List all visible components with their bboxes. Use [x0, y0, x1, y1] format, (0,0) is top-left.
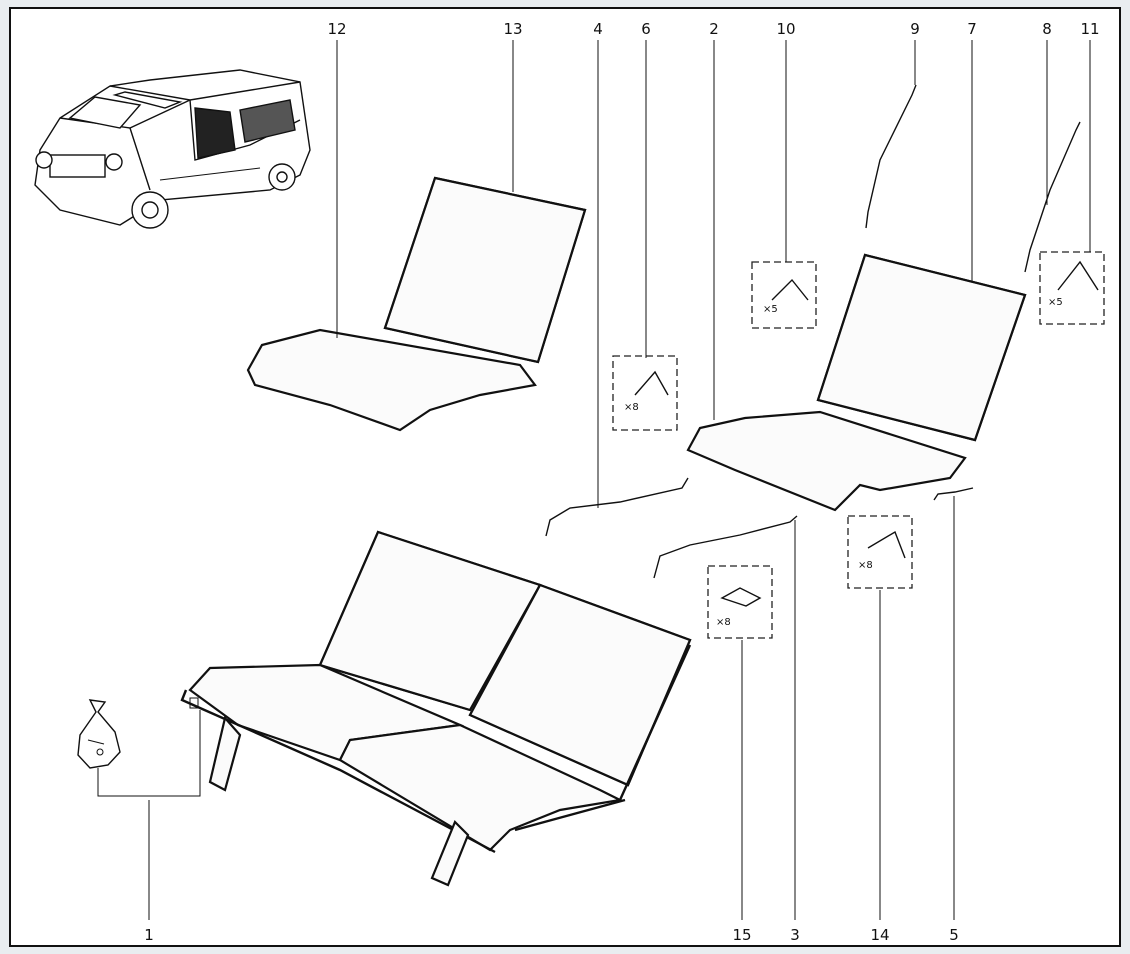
- spring-9: [865, 84, 917, 229]
- callout-5: 5: [949, 926, 959, 944]
- fastener-bag-icon: [77, 699, 121, 769]
- qty-label: ×8: [624, 402, 639, 413]
- leader-lines: [97, 40, 1091, 920]
- callout-3: 3: [790, 926, 800, 944]
- callout-1: 1: [144, 926, 154, 944]
- clip-box-10: ×5: [751, 261, 817, 329]
- spring-4: [545, 477, 689, 537]
- callout-10: 10: [776, 20, 795, 38]
- callout-15: 15: [732, 926, 751, 944]
- vehicle-icon: [34, 69, 311, 229]
- seat-cushion-12: [246, 328, 537, 432]
- seat-cushion-2: [686, 410, 967, 512]
- callout-14: 14: [870, 926, 889, 944]
- callout-9: 9: [910, 20, 920, 38]
- callout-13: 13: [503, 20, 522, 38]
- callout-4: 4: [593, 20, 603, 38]
- seat-back-13: [383, 176, 587, 364]
- clip-box-15: ×8: [707, 565, 773, 639]
- callout-11: 11: [1080, 20, 1099, 38]
- qty-label: ×8: [858, 560, 873, 571]
- clip-box-14: ×8: [847, 515, 913, 589]
- clip-box-11: ×5: [1039, 251, 1105, 325]
- seat-back-7: [816, 253, 1027, 442]
- spring-8: [1024, 121, 1081, 273]
- callout-numbers: 12 13 4 6 2 10 9 7 8 11 1 15 3 14 5: [144, 20, 1099, 944]
- callout-2: 2: [709, 20, 719, 38]
- callout-7: 7: [967, 20, 977, 38]
- callout-8: 8: [1042, 20, 1052, 38]
- spring-5: [933, 487, 974, 501]
- clip-box-6: ×8: [612, 355, 678, 431]
- qty-label: ×8: [716, 617, 731, 628]
- qty-label: ×5: [1048, 297, 1063, 308]
- spring-3: [653, 515, 798, 579]
- callout-12: 12: [327, 20, 346, 38]
- bench-seat-1: [180, 530, 692, 887]
- qty-label: ×5: [763, 304, 778, 315]
- callout-6: 6: [641, 20, 651, 38]
